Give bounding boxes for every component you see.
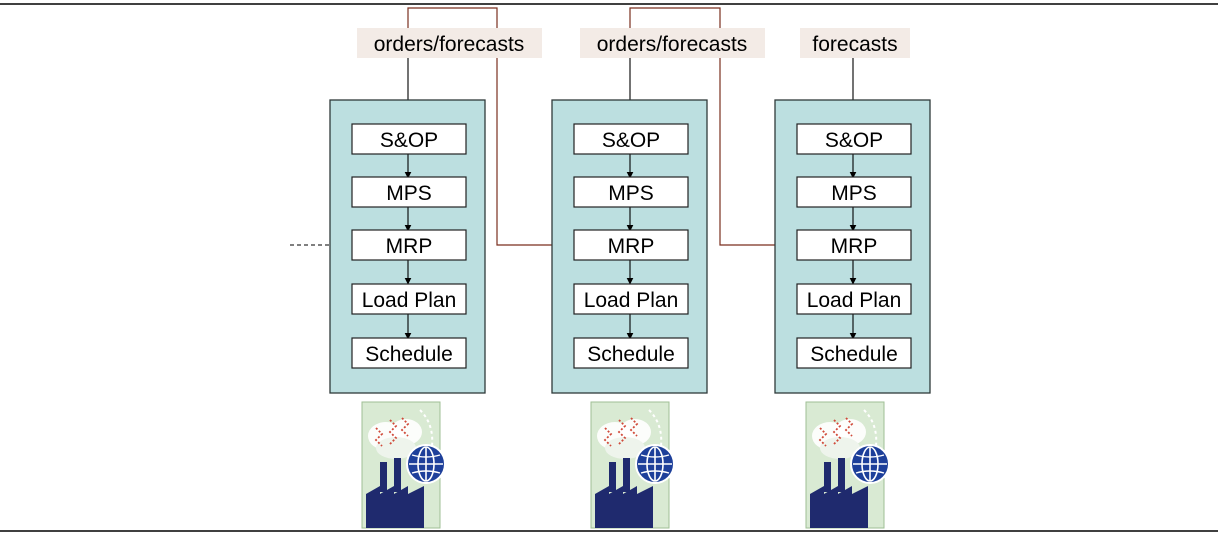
step-sop [351, 123, 467, 155]
step-schedule-label: Schedule [365, 343, 453, 366]
step-mrp [573, 229, 689, 261]
planning-stack-2: S&OP MPS MRP Load Plan Schedule [551, 58, 708, 394]
step-sop-label: S&OP [602, 129, 660, 152]
step-load-plan-label: Load Plan [584, 289, 679, 312]
input-label-text: forecasts [812, 33, 897, 56]
factory-globe-icon [805, 401, 890, 529]
planning-stack-1: S&OP MPS MRP Load Plan Schedule [329, 58, 486, 394]
step-mps [351, 176, 467, 208]
step-mps [796, 176, 912, 208]
step-sop [796, 123, 912, 155]
step-load-plan-label: Load Plan [807, 289, 902, 312]
step-load-plan [351, 283, 467, 315]
step-mrp [351, 229, 467, 261]
input-label: orders/forecasts [357, 28, 542, 58]
step-mps-label: MPS [831, 182, 877, 205]
planning-stack-3: S&OP MPS MRP Load Plan Schedule [774, 58, 931, 394]
factory-globe-icon [361, 401, 446, 529]
input-label-text: orders/forecasts [374, 33, 525, 56]
input-label: forecasts [800, 28, 910, 58]
step-schedule-label: Schedule [810, 343, 898, 366]
step-mrp-label: MRP [608, 235, 655, 258]
step-mrp [796, 229, 912, 261]
step-mps [573, 176, 689, 208]
step-schedule-label: Schedule [587, 343, 675, 366]
step-sop-label: S&OP [825, 129, 883, 152]
step-load-plan-label: Load Plan [362, 289, 457, 312]
step-mrp-label: MRP [831, 235, 878, 258]
step-schedule [351, 337, 467, 369]
factory-globe-icon [590, 401, 675, 529]
step-sop [573, 123, 689, 155]
step-mrp-label: MRP [386, 235, 433, 258]
step-load-plan [573, 283, 689, 315]
input-label: orders/forecasts [580, 28, 765, 58]
step-mps-label: MPS [608, 182, 654, 205]
input-label-text: orders/forecasts [597, 33, 748, 56]
step-schedule [573, 337, 689, 369]
step-mps-label: MPS [386, 182, 432, 205]
step-load-plan [796, 283, 912, 315]
step-schedule [796, 337, 912, 369]
step-sop-label: S&OP [380, 129, 438, 152]
